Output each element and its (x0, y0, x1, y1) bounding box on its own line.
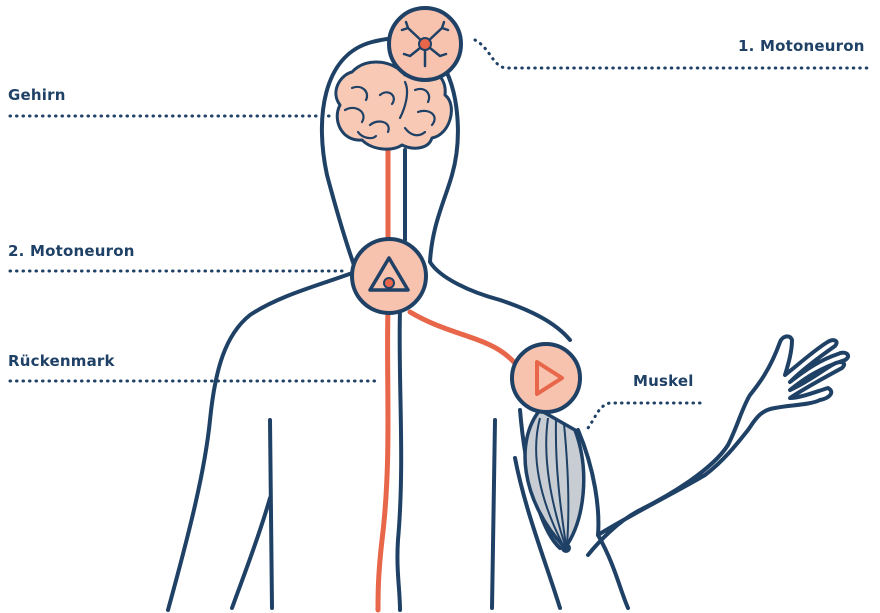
spinal-axon (378, 308, 388, 610)
label-spinal-cord: Rückenmark (8, 352, 115, 370)
label-first-motoneuron: 1. Motoneuron (738, 37, 865, 55)
body-outline (168, 38, 848, 610)
label-brain: Gehirn (8, 86, 66, 104)
shoulder-left (168, 272, 355, 610)
leader-muscle (585, 403, 700, 432)
muscle-node (512, 344, 580, 412)
first-motoneuron-node (389, 8, 461, 80)
side-line (598, 535, 628, 608)
torso-line-right (492, 420, 495, 608)
torso-line-left2 (232, 498, 270, 608)
second-motoneuron-node (352, 239, 426, 313)
arm-outer (578, 336, 848, 555)
label-second-motoneuron: 2. Motoneuron (8, 242, 135, 260)
peripheral-axon (410, 312, 520, 370)
label-muscle: Muskel (633, 372, 694, 390)
spine-outline-lower (397, 310, 401, 610)
torso-line-left (270, 420, 272, 608)
